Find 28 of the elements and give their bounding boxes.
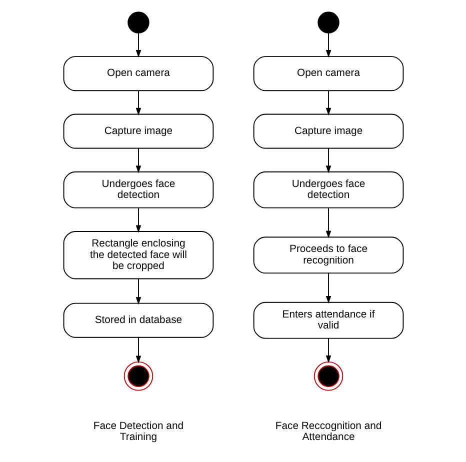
node-bullseye [313,361,343,391]
node-box: Open camera [252,56,404,92]
arrow [135,90,141,116]
node-circle [127,12,149,34]
node-circle [317,12,339,34]
arrow [325,272,331,304]
node-box: Capture image [62,114,214,149]
arrow [325,32,331,58]
node-box: Capture image [252,114,404,149]
node-box: Enters attendance if valid [252,302,404,339]
node-label: Face Detection and Training [92,420,184,444]
node-label: Face Reccognition and Attendance [274,420,382,444]
arrow [325,90,331,116]
node-bullseye [123,361,153,391]
arrow [135,32,141,58]
arrow [135,148,141,174]
arrow [325,148,331,174]
node-box: Open camera [62,56,214,92]
arrow [135,337,141,364]
arrow [135,208,141,233]
node-box: Undergoes face detection [62,171,214,208]
arrow [325,208,331,238]
node-box: Rectangle enclosing the detected face will be cropped [62,231,214,280]
arrow [325,338,331,364]
arrow [135,278,141,305]
node-box: Proceeds to face recognition [252,236,404,274]
node-box: Undergoes face detection [252,171,404,208]
node-box: Stored in database [62,302,214,338]
